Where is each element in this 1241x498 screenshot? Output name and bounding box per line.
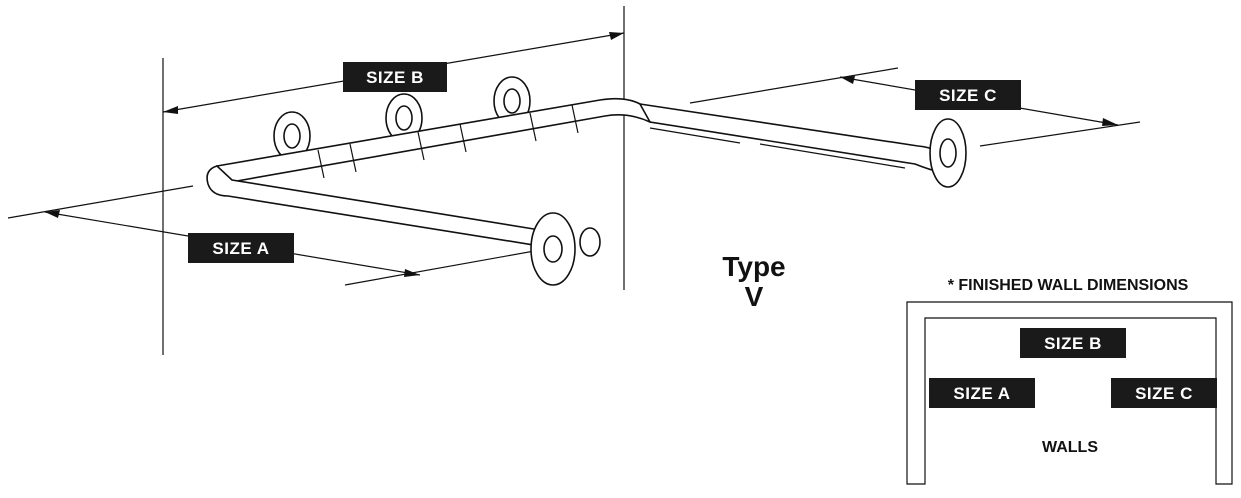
bar-return <box>206 165 541 247</box>
type-label-line1: Type <box>722 251 785 282</box>
key-note: * FINISHED WALL DIMENSIONS <box>948 277 1189 294</box>
grip-bands <box>317 104 579 179</box>
key-size-c: SIZE C <box>1111 378 1217 408</box>
svg-text:SIZE B: SIZE B <box>1044 334 1102 353</box>
flange-back-2 <box>385 93 423 143</box>
svg-text:SIZE A: SIZE A <box>212 239 269 258</box>
svg-text:SIZE C: SIZE C <box>1135 384 1193 403</box>
key-size-b: SIZE B <box>1020 328 1126 358</box>
key-size-a: SIZE A <box>929 378 1035 408</box>
flange-back-1 <box>273 111 311 161</box>
bar-side-wall <box>638 102 945 173</box>
size-c-label: SIZE C <box>915 80 1021 110</box>
key-walls-outline <box>906 301 1233 485</box>
size-a-label: SIZE A <box>188 233 294 263</box>
svg-text:SIZE B: SIZE B <box>366 68 424 87</box>
flange-side <box>929 118 967 188</box>
type-label-line2: V <box>745 281 764 312</box>
flange-return <box>530 212 601 286</box>
svg-text:SIZE C: SIZE C <box>939 86 997 105</box>
key-walls-label: WALLS <box>1042 439 1098 456</box>
svg-text:SIZE A: SIZE A <box>953 384 1010 403</box>
size-b-label: SIZE B <box>343 62 447 92</box>
